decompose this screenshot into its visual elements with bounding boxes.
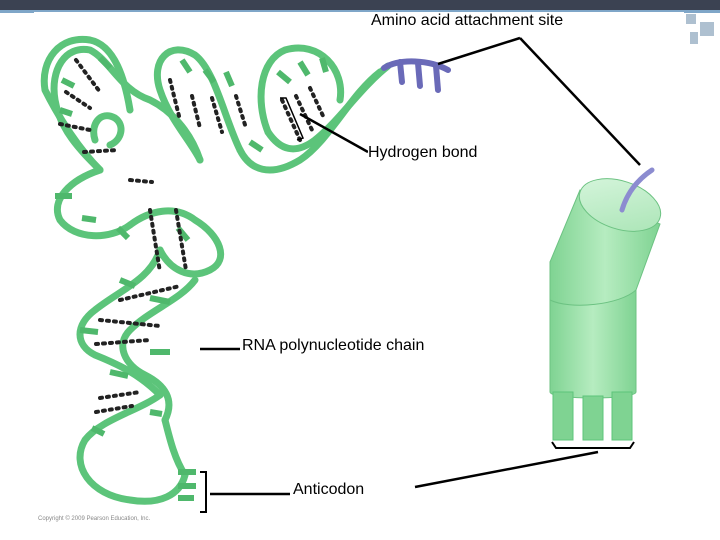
anticodon-label: Anticodon bbox=[293, 481, 365, 499]
header-bar bbox=[0, 0, 720, 10]
copyright-text: Copyright © 2009 Pearson Education, Inc. bbox=[38, 516, 151, 522]
hydrogen-bonds bbox=[58, 58, 326, 414]
corner-decoration bbox=[680, 8, 720, 48]
hydrogen-bond-label: Hydrogen bond bbox=[368, 144, 478, 162]
hydrogen-bond-bracket bbox=[280, 97, 305, 141]
header-accent-line bbox=[0, 10, 720, 13]
rna-chain-label: RNA polynucleotide chain bbox=[242, 337, 425, 355]
trna-3d-model bbox=[549, 167, 662, 449]
nucleotide-bases bbox=[55, 55, 329, 501]
anticodon-bracket bbox=[200, 471, 207, 513]
rna-backbone bbox=[40, 35, 392, 505]
leader-lines bbox=[200, 36, 641, 496]
amino-acid-site-shape bbox=[381, 58, 451, 93]
amino-acid-site-label: Amino acid attachment site bbox=[371, 12, 564, 30]
